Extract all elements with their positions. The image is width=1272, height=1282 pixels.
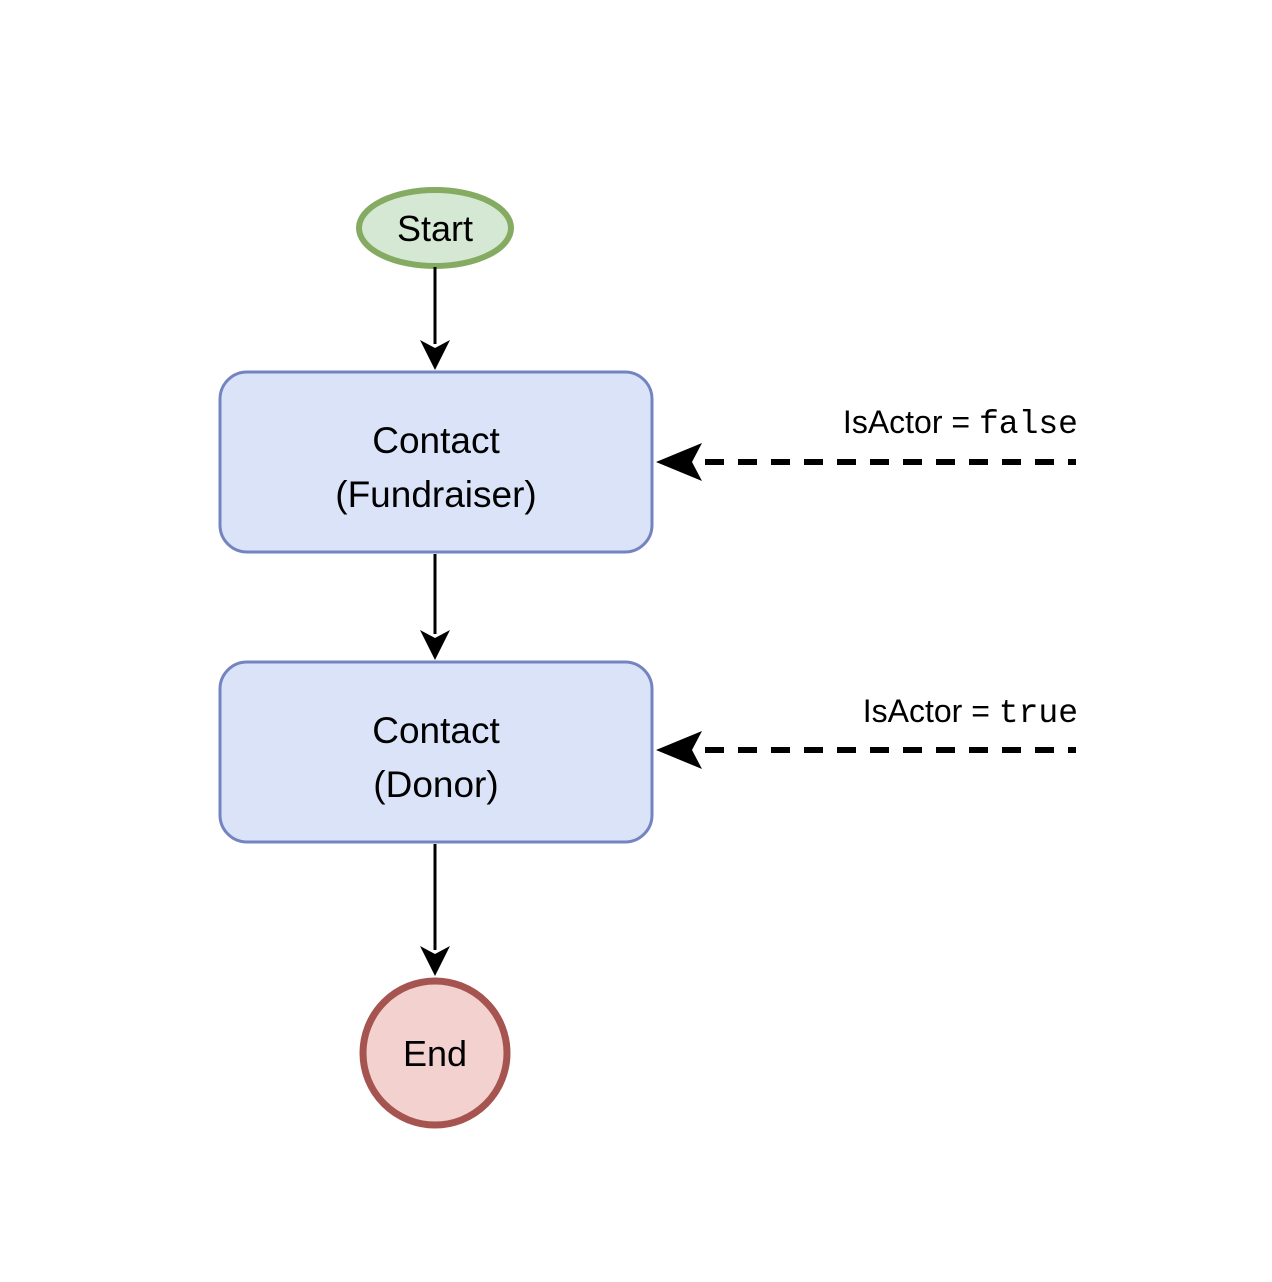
annotation-label-fundraiser: IsActor = false (843, 404, 1078, 443)
donor-node (218, 660, 654, 844)
fundraiser-node (218, 370, 654, 554)
arrow-fundraiser-to-donor-head (420, 630, 450, 660)
annotation-label-donor: IsActor = true (863, 693, 1078, 732)
fundraiser-node-label-line1: Contact (372, 420, 500, 461)
end-node-label: End (403, 1033, 467, 1074)
end-node (359, 977, 511, 1129)
annotation-label-donor-prefix: IsActor = (863, 693, 999, 729)
donor-node-label-line2: (Donor) (373, 764, 498, 805)
arrow-start-to-fundraiser-head (420, 340, 450, 370)
annotation-label-donor-code: true (999, 695, 1078, 732)
annotation-arrow-fundraiser-head (656, 443, 702, 481)
start-node-label: Start (397, 208, 473, 249)
arrow-donor-to-end-head (420, 946, 450, 976)
annotation-label-fundraiser-code: false (979, 406, 1078, 443)
fundraiser-node-label-line2: (Fundraiser) (335, 474, 537, 515)
start-node (356, 187, 514, 269)
donor-node-label-line1: Contact (372, 710, 500, 751)
annotation-label-fundraiser-prefix: IsActor = (843, 404, 979, 440)
annotation-arrow-donor-head (656, 731, 702, 769)
